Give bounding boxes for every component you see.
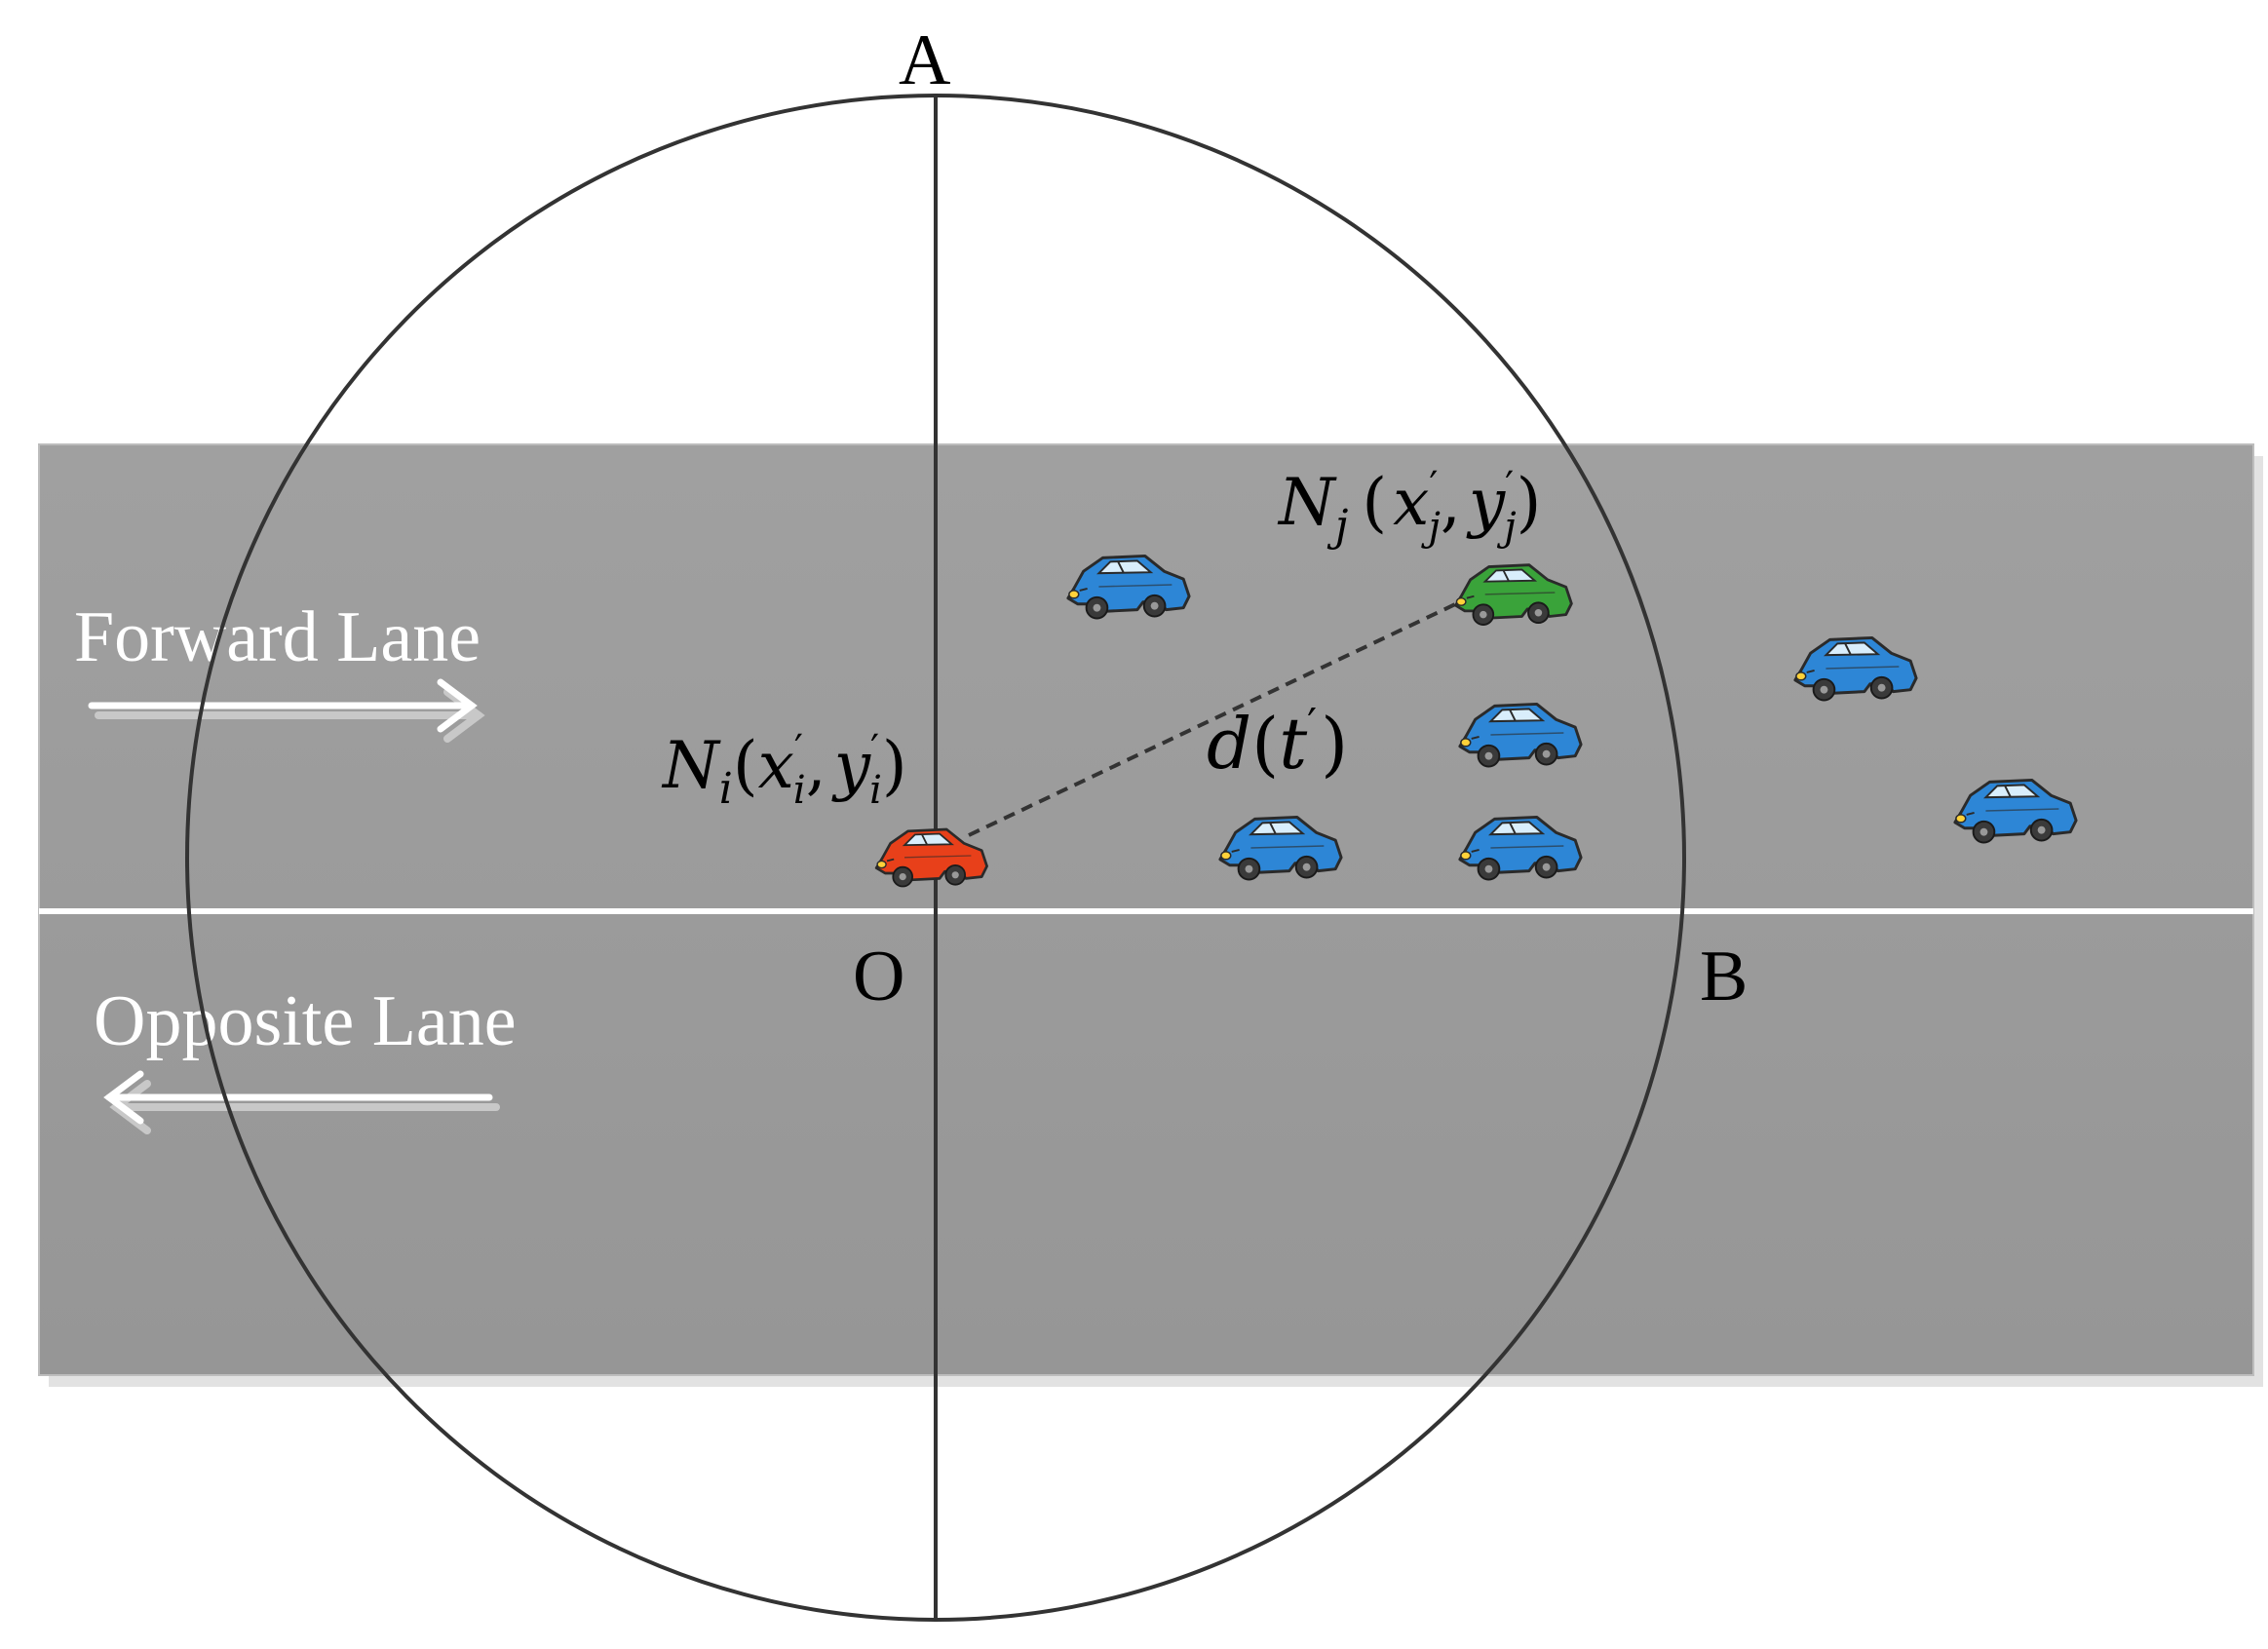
opposite-lane-label: Opposite Lane: [94, 981, 517, 1061]
svg-text:d(t′): d(t′): [1207, 700, 1348, 785]
opposite-lane: Opposite Lane: [94, 981, 517, 1134]
node-j-name: N: [1277, 465, 1337, 540]
node-j-paren-close: ): [1517, 465, 1542, 540]
distance-prime: ′: [1307, 700, 1317, 749]
node-i-name: N: [661, 728, 721, 803]
svg-text:Ni(x′i,y′i): Ni(x′i,y′i): [661, 727, 907, 814]
node-i-x-prime: ′: [794, 727, 803, 772]
node-j-x-prime: ′: [1429, 464, 1438, 509]
node-j-label: Nj(x′j,y′j): [1277, 464, 1541, 551]
distance-line: [968, 594, 1473, 837]
distance-label: d(t′): [1207, 700, 1348, 785]
point-b-label: B: [1700, 937, 1748, 1016]
node-i-x: x: [758, 728, 794, 803]
distance-paren-open: (: [1251, 703, 1279, 785]
forward-lane-label: Forward Lane: [74, 597, 481, 677]
node-i-y: y: [831, 728, 871, 803]
node-j-comma: ,: [1441, 465, 1461, 540]
point-a-label: A: [899, 20, 950, 100]
distance-paren-close: ): [1321, 703, 1348, 785]
point-o-label: O: [853, 937, 904, 1016]
distance-fn: d: [1207, 703, 1251, 785]
opposite-arrow-icon: [103, 1070, 500, 1134]
node-j-x: x: [1393, 465, 1429, 540]
svg-text:Nj(x′j,y′j): Nj(x′j,y′j): [1277, 464, 1541, 551]
forward-arrow-icon: [88, 678, 485, 743]
node-j-y: y: [1466, 465, 1506, 540]
node-i-paren-close: ): [882, 728, 907, 803]
node-i-sub: i: [719, 764, 733, 814]
node-i-y-prime: ′: [870, 727, 879, 772]
forward-lane: Forward Lane: [74, 597, 485, 743]
node-j-paren-open: (: [1362, 465, 1387, 540]
distance-var: t: [1279, 703, 1308, 785]
node-i-y-sub: i: [869, 768, 882, 813]
node-i-x-sub: i: [793, 768, 806, 813]
node-i-label: Ni(x′i,y′i): [661, 727, 907, 814]
node-i-comma: ,: [806, 728, 826, 803]
node-i-paren-open: (: [733, 728, 758, 803]
node-j-y-prime: ′: [1505, 464, 1514, 509]
